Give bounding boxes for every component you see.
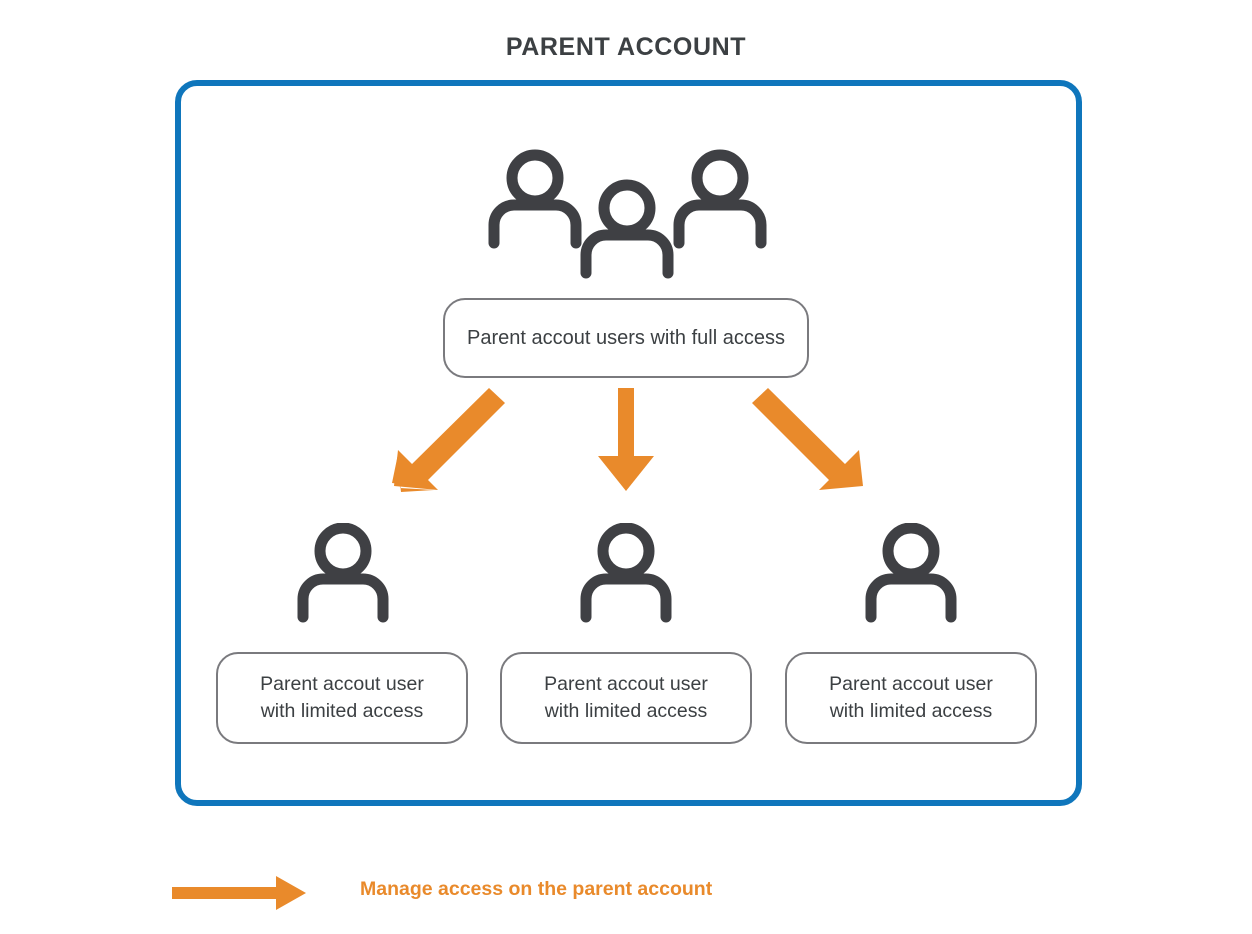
label-parent-user-limited-access: Parent accout user with limited access bbox=[216, 652, 468, 744]
legend-label: Manage access on the parent account bbox=[360, 878, 713, 900]
label-line-2: with limited access bbox=[260, 700, 424, 722]
label-line-1: Parent accout user bbox=[829, 673, 993, 695]
label-line-2: with limited access bbox=[829, 700, 993, 722]
label-line-1: Parent accout user bbox=[544, 673, 708, 695]
label-parent-user-limited-access: Parent accout user with limited access bbox=[785, 652, 1037, 744]
arrow-down-right-icon bbox=[752, 388, 863, 490]
user-icon bbox=[580, 523, 672, 623]
label-parent-users-full-access: Parent accout users with full access bbox=[443, 298, 809, 378]
label-line-2: with limited access bbox=[544, 700, 708, 722]
label-parent-user-limited-access: Parent accout user with limited access bbox=[500, 652, 752, 744]
legend: Manage access on the parent account bbox=[172, 866, 932, 918]
three-users-icon bbox=[480, 143, 775, 283]
arrow-down-left-icon bbox=[392, 388, 505, 492]
label-line-1: Parent accout user bbox=[260, 673, 424, 695]
user-icon bbox=[297, 523, 389, 623]
user-icon bbox=[865, 523, 957, 623]
page-title: PARENT ACCOUNT bbox=[505, 33, 747, 61]
arrow-right-icon bbox=[172, 876, 306, 910]
arrow-down-icon bbox=[598, 388, 654, 491]
